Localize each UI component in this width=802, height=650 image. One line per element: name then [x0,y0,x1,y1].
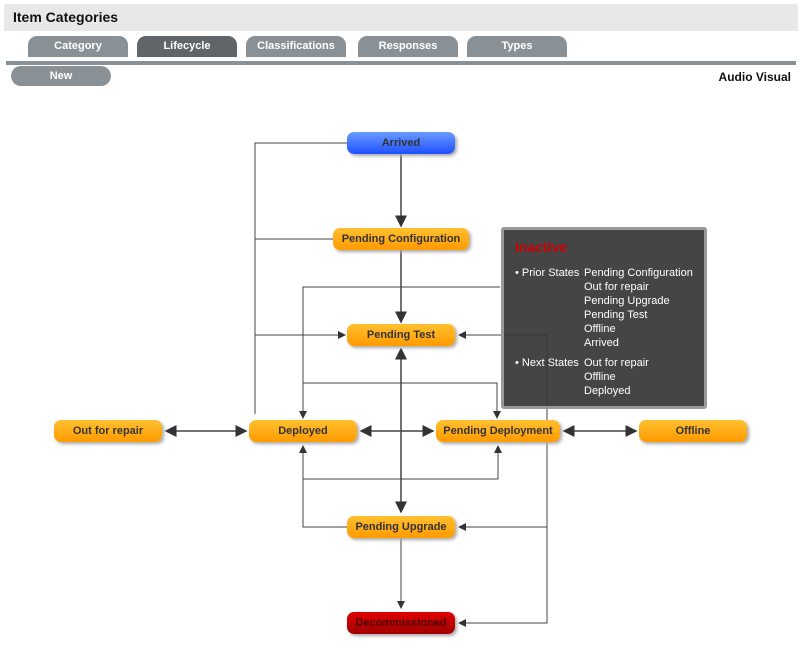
state-pending-upgrade[interactable]: Pending Upgrade [347,516,455,538]
page-header: Item Categories [4,4,798,31]
state-pending-deployment[interactable]: Pending Deployment [436,420,560,442]
prior-state: Arrived [584,337,619,349]
next-state: Offline [584,371,616,383]
prior-states-list: Pending Configuration Out for repair Pen… [584,266,693,350]
tab-lifecycle[interactable]: Lifecycle [137,36,237,57]
state-tooltip: Inactive • Prior States Pending Configur… [501,227,707,409]
prior-state: Out for repair [584,281,649,293]
prior-state: Offline [584,323,616,335]
next-states-label: • Next States [515,357,579,369]
next-state: Deployed [584,385,631,397]
state-out-for-repair[interactable]: Out for repair [54,420,162,442]
tab-category[interactable]: Category [28,36,128,57]
prior-state: Pending Test [584,309,648,321]
prior-state: Pending Configuration [584,267,693,279]
state-pending-test[interactable]: Pending Test [347,324,455,346]
prior-states-label: • Prior States [515,267,580,279]
tab-types[interactable]: Types [467,36,567,57]
page-title: Item Categories [13,9,119,25]
next-state: Out for repair [584,357,649,369]
tab-bar: Category Lifecycle Classifications Respo… [6,36,796,65]
state-arrived[interactable]: Arrived [347,132,455,154]
prior-state: Pending Upgrade [584,295,670,307]
category-name: Audio Visual [718,70,791,84]
tooltip-title: Inactive [515,239,568,255]
state-pending-configuration[interactable]: Pending Configuration [333,228,469,250]
tab-classifications[interactable]: Classifications [246,36,346,57]
state-deployed[interactable]: Deployed [249,420,357,442]
next-states-list: Out for repair Offline Deployed [584,356,649,398]
state-offline[interactable]: Offline [639,420,747,442]
state-decommissioned[interactable]: Decommissioned [347,612,455,634]
new-button[interactable]: New [11,66,111,86]
tab-responses[interactable]: Responses [358,36,458,57]
